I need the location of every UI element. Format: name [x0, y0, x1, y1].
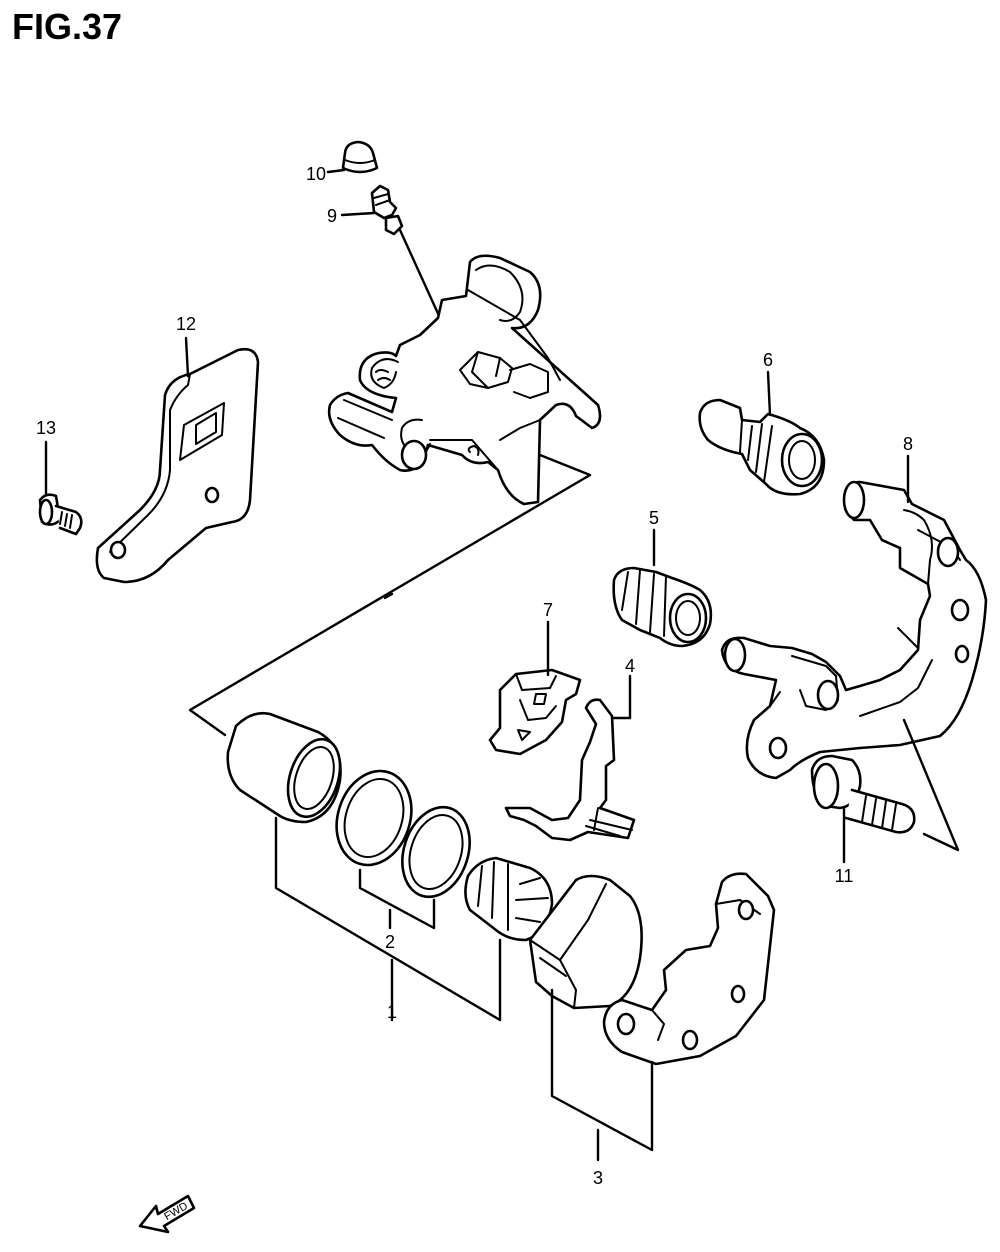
callout-10: 10	[306, 164, 326, 184]
piston-seal	[335, 769, 413, 867]
callout-4: 4	[625, 656, 635, 676]
callout-6: 6	[763, 350, 773, 370]
mounting-bolt	[810, 754, 916, 834]
callout-12: 12	[176, 314, 196, 334]
callout-3: 3	[593, 1168, 603, 1188]
brake-pad	[528, 874, 643, 1010]
caliper-body	[327, 254, 602, 506]
pad-spring	[488, 668, 582, 756]
bolt	[38, 493, 83, 536]
callout-9: 9	[327, 206, 337, 226]
assembly-outline	[188, 453, 592, 737]
figure-title: FIG.37	[12, 6, 123, 47]
dust-seal	[401, 805, 471, 899]
pad-retainer	[504, 698, 636, 842]
piston	[226, 711, 342, 824]
pad-shim	[602, 872, 776, 1066]
boot-small	[612, 566, 713, 648]
callout-11: 11	[835, 866, 854, 886]
bleeder-valve	[370, 184, 442, 320]
forward-arrow-icon: FWD	[138, 1194, 196, 1234]
leader-lines	[44, 168, 960, 1162]
callout-8: 8	[903, 434, 913, 454]
caliper-holder	[720, 480, 988, 780]
callout-5: 5	[649, 508, 659, 528]
callout-1: 1	[387, 1002, 397, 1022]
bleeder-cap	[341, 140, 379, 174]
callout-2: 2	[385, 932, 395, 952]
boot-large	[698, 398, 826, 496]
callout-7: 7	[543, 600, 553, 620]
bracket-plate	[95, 347, 260, 584]
callout-labels: 1 2 3 4 5 6 7 8 9 10 11 12 13	[36, 164, 913, 1188]
callout-13: 13	[36, 418, 56, 438]
